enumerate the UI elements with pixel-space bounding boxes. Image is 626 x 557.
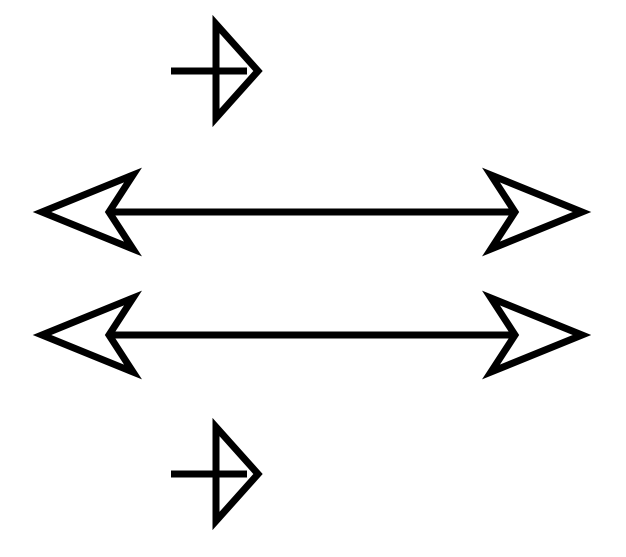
small-right-arrow-bottom-icon (171, 417, 263, 531)
double-arrow-1-right-head (482, 167, 592, 257)
double-arrow-1-left-head (32, 167, 142, 257)
double-arrow-2-left-head (32, 290, 142, 380)
small-arrow-top-head (212, 14, 263, 128)
double-arrow-2-icon (32, 290, 592, 380)
double-arrow-2-right-head (482, 290, 592, 380)
small-arrow-bottom-head (212, 417, 263, 531)
double-arrow-1-icon (32, 167, 592, 257)
small-right-arrow-top-icon (171, 14, 263, 128)
